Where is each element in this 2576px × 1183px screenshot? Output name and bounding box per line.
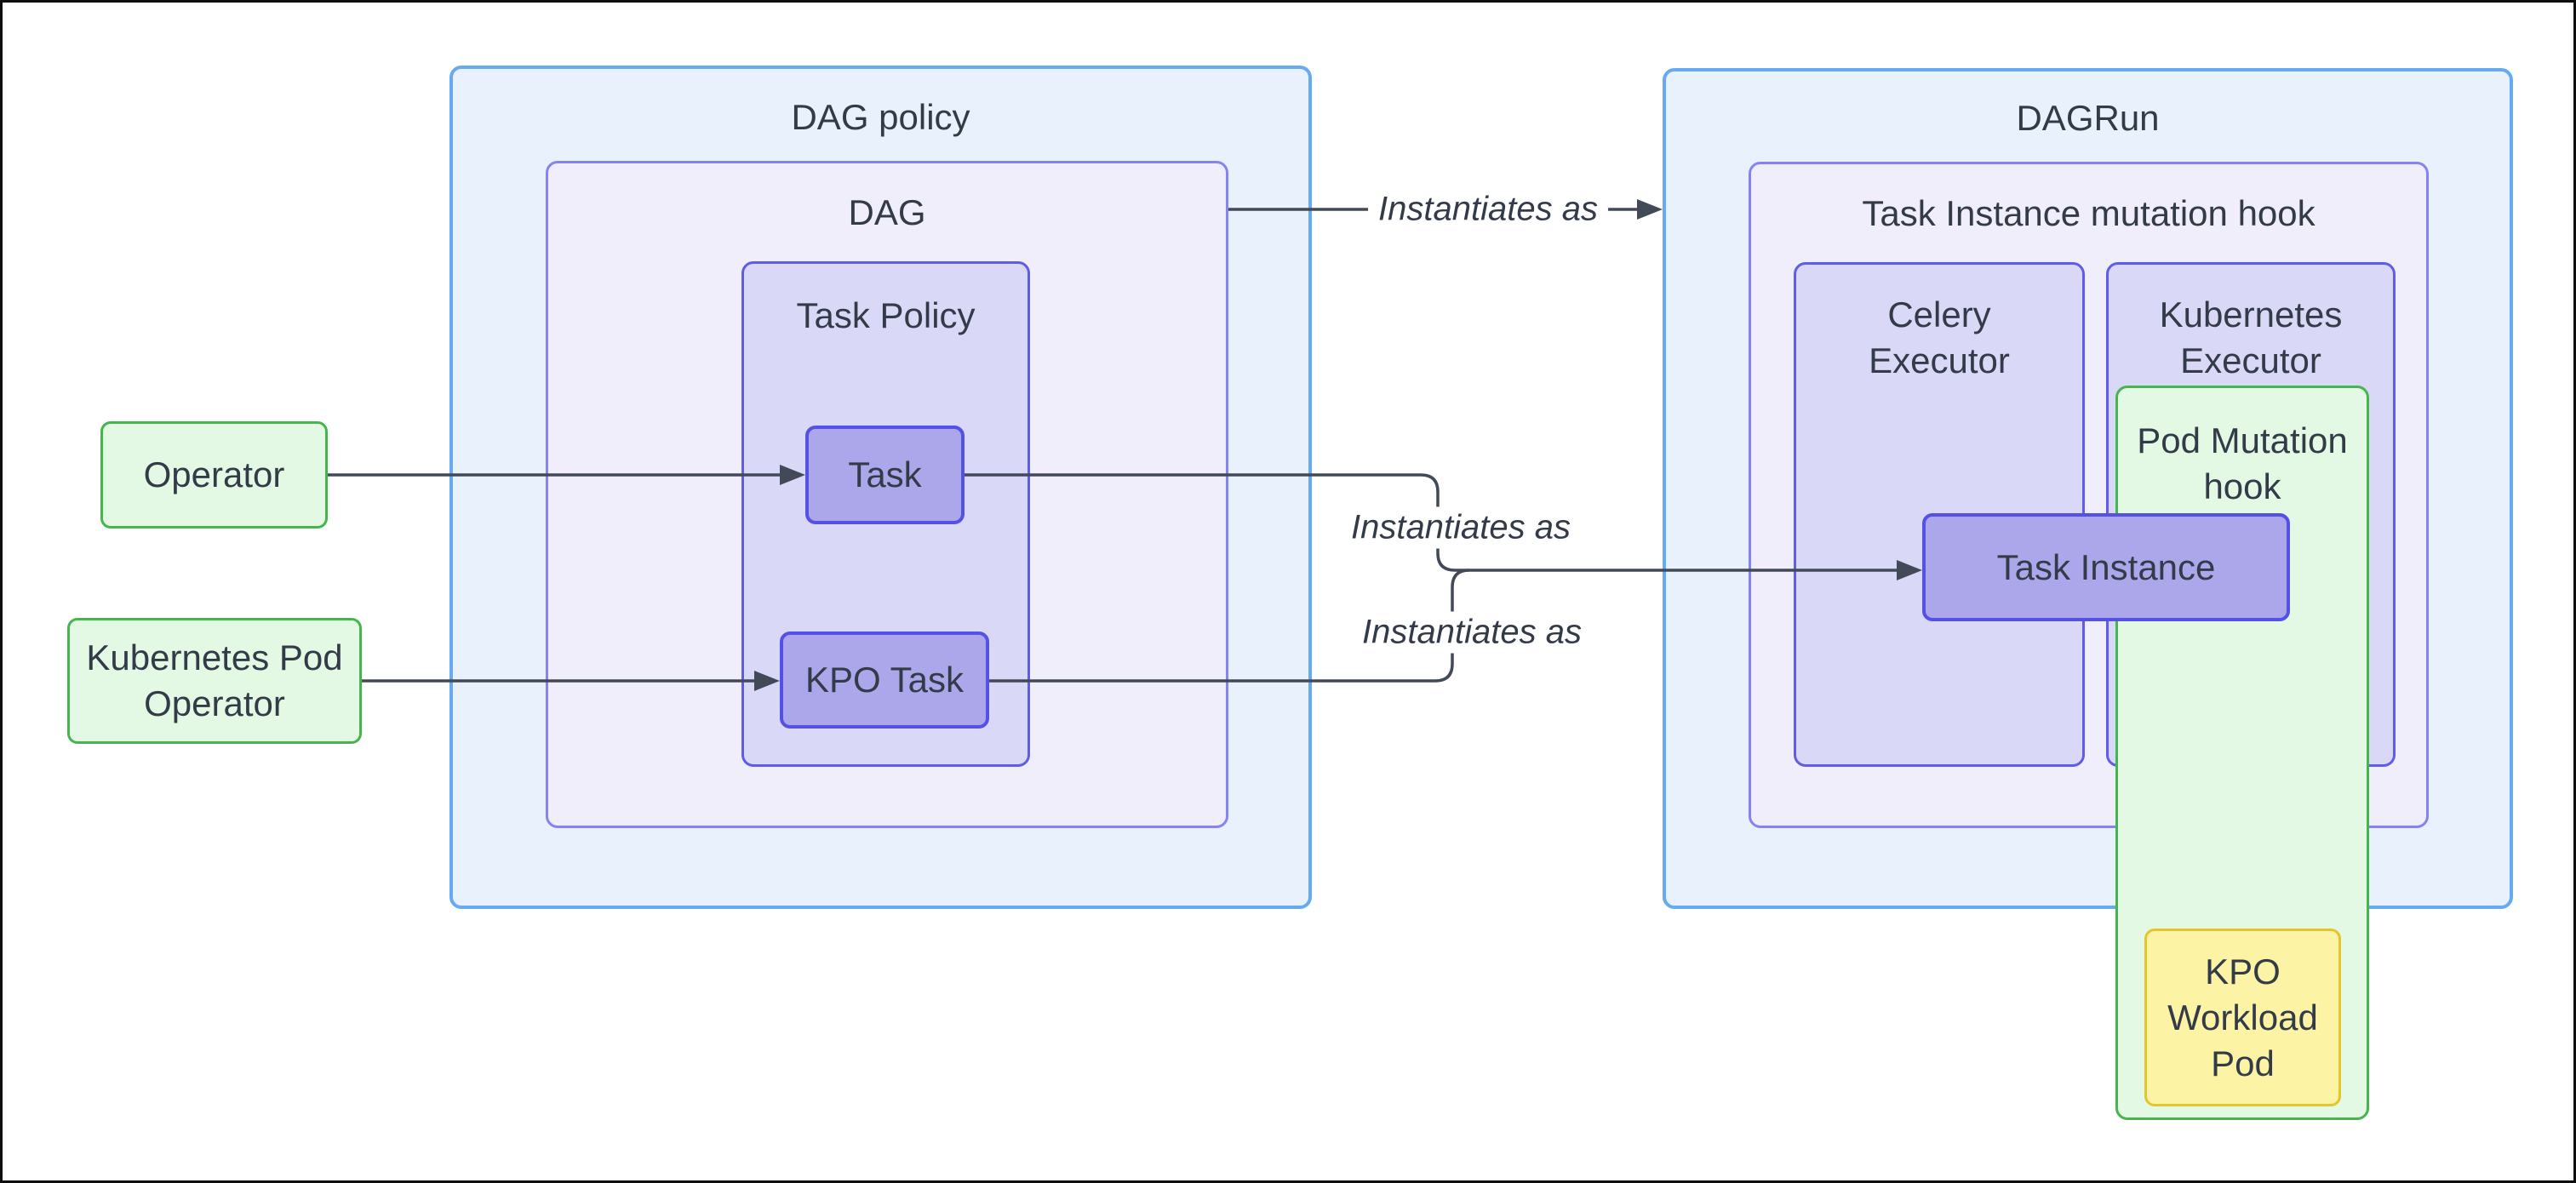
- node-operator: Operator: [100, 421, 328, 529]
- container-pod-mutation-hook-label: Pod Mutation hook: [2137, 420, 2348, 506]
- node-task-instance-label: Task Instance: [1996, 546, 2216, 587]
- container-task-policy-label: Task Policy: [796, 295, 976, 335]
- node-task: Task: [805, 426, 965, 524]
- node-task-label: Task: [848, 454, 922, 494]
- edge-label-instantiates-as-1: Instantiates as: [1368, 188, 1608, 231]
- container-kubernetes-executor-label: Kubernetes Executor: [2159, 294, 2343, 380]
- node-kpo-workload-pod: KPO Workload Pod: [2144, 929, 2341, 1106]
- node-kubernetes-pod-operator: Kubernetes Pod Operator: [67, 618, 362, 744]
- node-kpo-task: KPO Task: [780, 632, 989, 729]
- node-operator-label: Operator: [143, 454, 285, 494]
- container-celery-executor-label: Celery Executor: [1869, 294, 2010, 380]
- edge-label-instantiates-as-3: Instantiates as: [1352, 611, 1592, 654]
- node-kpo-workload-pod-label: KPO Workload Pod: [2167, 951, 2318, 1083]
- container-dagrun-label: DAGRun: [2016, 98, 2160, 138]
- node-kubernetes-pod-operator-label: Kubernetes Pod Operator: [86, 637, 343, 723]
- edge-label-instantiates-as-2: Instantiates as: [1341, 506, 1581, 549]
- container-dag-policy-label: DAG policy: [791, 97, 970, 137]
- container-dag-label: DAG: [848, 192, 926, 232]
- container-ti-mutation-hook-label: Task Instance mutation hook: [1862, 193, 2316, 233]
- node-task-instance: Task Instance: [1922, 513, 2290, 621]
- arrowhead-dagrun: [1637, 199, 1663, 220]
- node-kpo-task-label: KPO Task: [805, 660, 964, 700]
